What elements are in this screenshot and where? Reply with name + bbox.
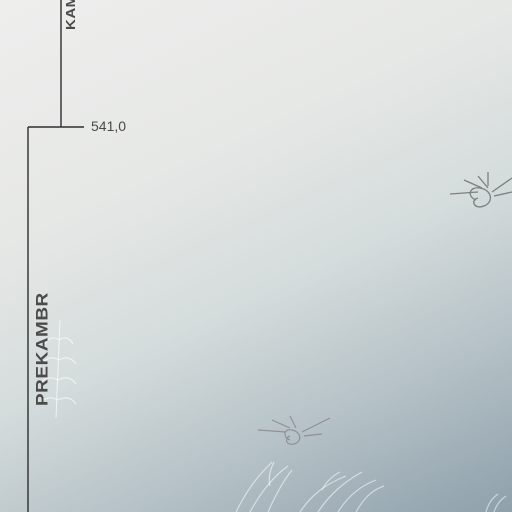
era-label-prekambr: PREKAMBR xyxy=(34,292,52,406)
jellyfish-icon xyxy=(257,415,331,445)
seaweed-icon xyxy=(235,461,507,512)
sea-fern-icon xyxy=(39,319,77,419)
jellyfish-icon xyxy=(449,172,512,208)
era-label-kam: KAM xyxy=(64,0,79,30)
timeline-bracket xyxy=(27,0,84,512)
boundary-age-label: 541,0 xyxy=(91,118,127,134)
